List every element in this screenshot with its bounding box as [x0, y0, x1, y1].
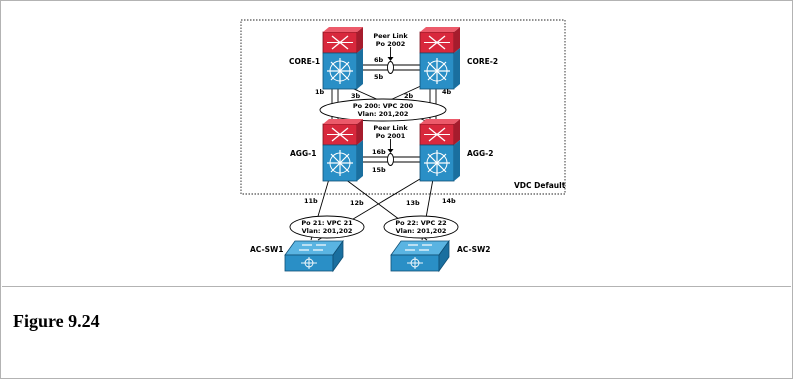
- agg2-label: AGG-2: [467, 149, 493, 158]
- acsw1-label: AC-SW1: [250, 245, 284, 254]
- agg-peer-link-bundle: [387, 153, 394, 166]
- core1-label: CORE-1: [289, 57, 320, 66]
- port-11b: 11b: [304, 197, 318, 205]
- port-14b: 14b: [442, 197, 456, 205]
- po22-ellipse: [383, 215, 459, 239]
- caption-panel: Figure 9.24: [2, 287, 791, 377]
- port-4b: 4b: [442, 88, 452, 96]
- agg-peer-link-label: Peer Link: [373, 124, 408, 132]
- port-1b: 1b: [315, 88, 325, 96]
- acsw2-access-switch-icon: [390, 240, 450, 272]
- po22-label: Po 22: VPC 22: [395, 219, 446, 227]
- network-diagram: VDC Default: [240, 19, 566, 272]
- po200-vlan: Vlan: 201,202: [358, 110, 409, 118]
- vdc-boundary: [240, 19, 566, 195]
- po21-ellipse: [289, 215, 365, 239]
- port-6b: 6b: [374, 56, 384, 64]
- po200-label: Po 200: VPC 200: [353, 102, 414, 110]
- port-12b: 12b: [350, 199, 364, 207]
- vdc-label: VDC Default: [514, 181, 566, 190]
- agg-peer-link-po: Po 2001: [376, 132, 406, 140]
- port-3b: 3b: [351, 92, 361, 100]
- port-5b: 5b: [374, 73, 384, 81]
- po200-ellipse: [319, 98, 447, 122]
- acsw1-access-switch-icon: [284, 240, 344, 272]
- core-peer-link-label: Peer Link: [373, 32, 408, 40]
- diagram-panel: VDC Default: [2, 2, 791, 287]
- acsw2-label: AC-SW2: [457, 245, 491, 254]
- agg1-nexus-switch-icon: [322, 118, 364, 182]
- agg2-nexus-switch-icon: [419, 118, 461, 182]
- po21-vlan: Vlan: 201,202: [302, 227, 353, 235]
- po21-label: Po 21: VPC 21: [301, 219, 353, 227]
- port-15b: 15b: [372, 166, 386, 174]
- port-2b: 2b: [404, 92, 414, 100]
- port-16b: 16b: [372, 148, 386, 156]
- core-peer-link-bundle: [387, 61, 394, 74]
- po22-vlan: Vlan: 201,202: [396, 227, 447, 235]
- agg1-label: AGG-1: [290, 149, 316, 158]
- core2-label: CORE-2: [467, 57, 498, 66]
- core-peer-link-po: Po 2002: [376, 40, 406, 48]
- port-13b: 13b: [406, 199, 420, 207]
- figure-caption: Figure 9.24: [13, 311, 100, 331]
- core2-nexus-switch-icon: [419, 26, 461, 90]
- core1-nexus-switch-icon: [322, 26, 364, 90]
